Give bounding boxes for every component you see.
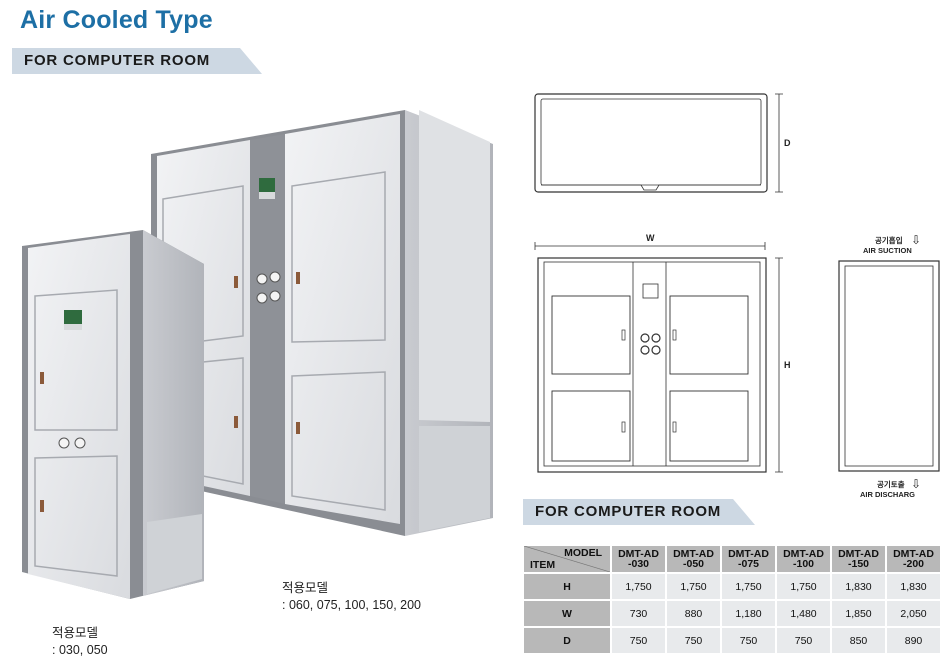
side-view bbox=[838, 260, 940, 472]
table-row: W 730 880 1,180 1,480 1,850 2,050 bbox=[522, 599, 942, 628]
model-name: DMT-AD bbox=[783, 548, 824, 560]
section-header: FOR COMPUTER ROOM bbox=[12, 48, 262, 74]
model-header: DMT-AD-030 bbox=[610, 544, 667, 574]
section-header-label: FOR COMPUTER ROOM bbox=[24, 52, 211, 69]
product-photo bbox=[22, 110, 493, 599]
table-cell: 750 bbox=[720, 626, 777, 655]
model-header: DMT-AD-200 bbox=[885, 544, 942, 574]
arrow-down-icon: ⇩ bbox=[911, 477, 921, 491]
model-header: DMT-AD-150 bbox=[830, 544, 887, 574]
table-section-header-label: FOR COMPUTER ROOM bbox=[535, 503, 722, 520]
arrow-down-icon: ⇩ bbox=[911, 233, 921, 247]
air-suction-en: AIR SUCTION bbox=[863, 246, 912, 255]
table-cell: 750 bbox=[775, 626, 832, 655]
dim-d-label: D bbox=[784, 138, 791, 148]
table-section-header: FOR COMPUTER ROOM bbox=[523, 499, 755, 525]
dim-h-label: H bbox=[784, 360, 791, 370]
table-cell: 1,830 bbox=[885, 572, 942, 601]
dim-w-label: W bbox=[646, 233, 655, 243]
caption-heading: 적용모델 bbox=[282, 581, 329, 595]
air-discharge-ko: 공기토출 bbox=[877, 479, 905, 489]
table-cell: 1,180 bbox=[720, 599, 777, 628]
table-cell: 1,750 bbox=[775, 572, 832, 601]
top-view bbox=[534, 93, 768, 193]
table-cell: 890 bbox=[885, 626, 942, 655]
table-row: D 750 750 750 750 850 890 bbox=[522, 626, 942, 655]
table-cell: 2,050 bbox=[885, 599, 942, 628]
large-unit bbox=[151, 110, 493, 536]
model-name: DMT-AD bbox=[728, 548, 769, 560]
row-item-w: W bbox=[522, 599, 612, 628]
technical-drawing: D W H 공기흡입 ⇩ AIR SUCTION 공기토출 ⇩ AIR DISC… bbox=[534, 93, 940, 498]
table-cell: 850 bbox=[830, 626, 887, 655]
model-suffix: -050 bbox=[682, 558, 704, 570]
table-cell: 1,850 bbox=[830, 599, 887, 628]
spec-table-corner: MODEL ITEM bbox=[522, 544, 612, 574]
front-view bbox=[537, 257, 767, 473]
spec-table-header-row: MODEL ITEM DMT-AD-030 DMT-AD-050 DMT-AD-… bbox=[522, 544, 942, 574]
row-item-h: H bbox=[522, 572, 612, 601]
caption-models: : 030, 050 bbox=[52, 643, 108, 656]
table-cell: 1,480 bbox=[775, 599, 832, 628]
air-discharge-en: AIR DISCHARG bbox=[860, 490, 915, 498]
model-name: DMT-AD bbox=[838, 548, 879, 560]
air-suction-ko: 공기흡입 bbox=[875, 235, 903, 245]
model-name: DMT-AD bbox=[673, 548, 714, 560]
row-item-d: D bbox=[522, 626, 612, 655]
table-cell: 1,830 bbox=[830, 572, 887, 601]
table-row: H 1,750 1,750 1,750 1,750 1,830 1,830 bbox=[522, 572, 942, 601]
table-cell: 730 bbox=[610, 599, 667, 628]
model-suffix: -200 bbox=[902, 558, 924, 570]
model-header: DMT-AD-050 bbox=[665, 544, 722, 574]
spec-table: MODEL ITEM DMT-AD-030 DMT-AD-050 DMT-AD-… bbox=[522, 544, 942, 655]
model-suffix: -100 bbox=[792, 558, 814, 570]
table-cell: 750 bbox=[665, 626, 722, 655]
applicable-models-caption: 적용모델 : 030, 050 bbox=[52, 625, 108, 656]
small-unit bbox=[22, 230, 204, 599]
model-suffix: -030 bbox=[627, 558, 649, 570]
page-title: Air Cooled Type bbox=[20, 6, 213, 34]
caption-heading: 적용모델 bbox=[52, 626, 99, 640]
corner-model-label: MODEL bbox=[564, 547, 602, 559]
table-cell: 1,750 bbox=[665, 572, 722, 601]
table-cell: 1,750 bbox=[610, 572, 667, 601]
table-cell: 1,750 bbox=[720, 572, 777, 601]
table-cell: 880 bbox=[665, 599, 722, 628]
caption-models: : 060, 075, 100, 150, 200 bbox=[282, 598, 422, 612]
model-suffix: -075 bbox=[737, 558, 759, 570]
model-header: DMT-AD-075 bbox=[720, 544, 777, 574]
model-suffix: -150 bbox=[847, 558, 869, 570]
table-cell: 750 bbox=[610, 626, 667, 655]
model-header: DMT-AD-100 bbox=[775, 544, 832, 574]
applicable-models-caption: 적용모델 : 060, 075, 100, 150, 200 bbox=[282, 580, 421, 614]
model-name: DMT-AD bbox=[618, 548, 659, 560]
model-name: DMT-AD bbox=[893, 548, 934, 560]
corner-item-label: ITEM bbox=[530, 559, 556, 571]
